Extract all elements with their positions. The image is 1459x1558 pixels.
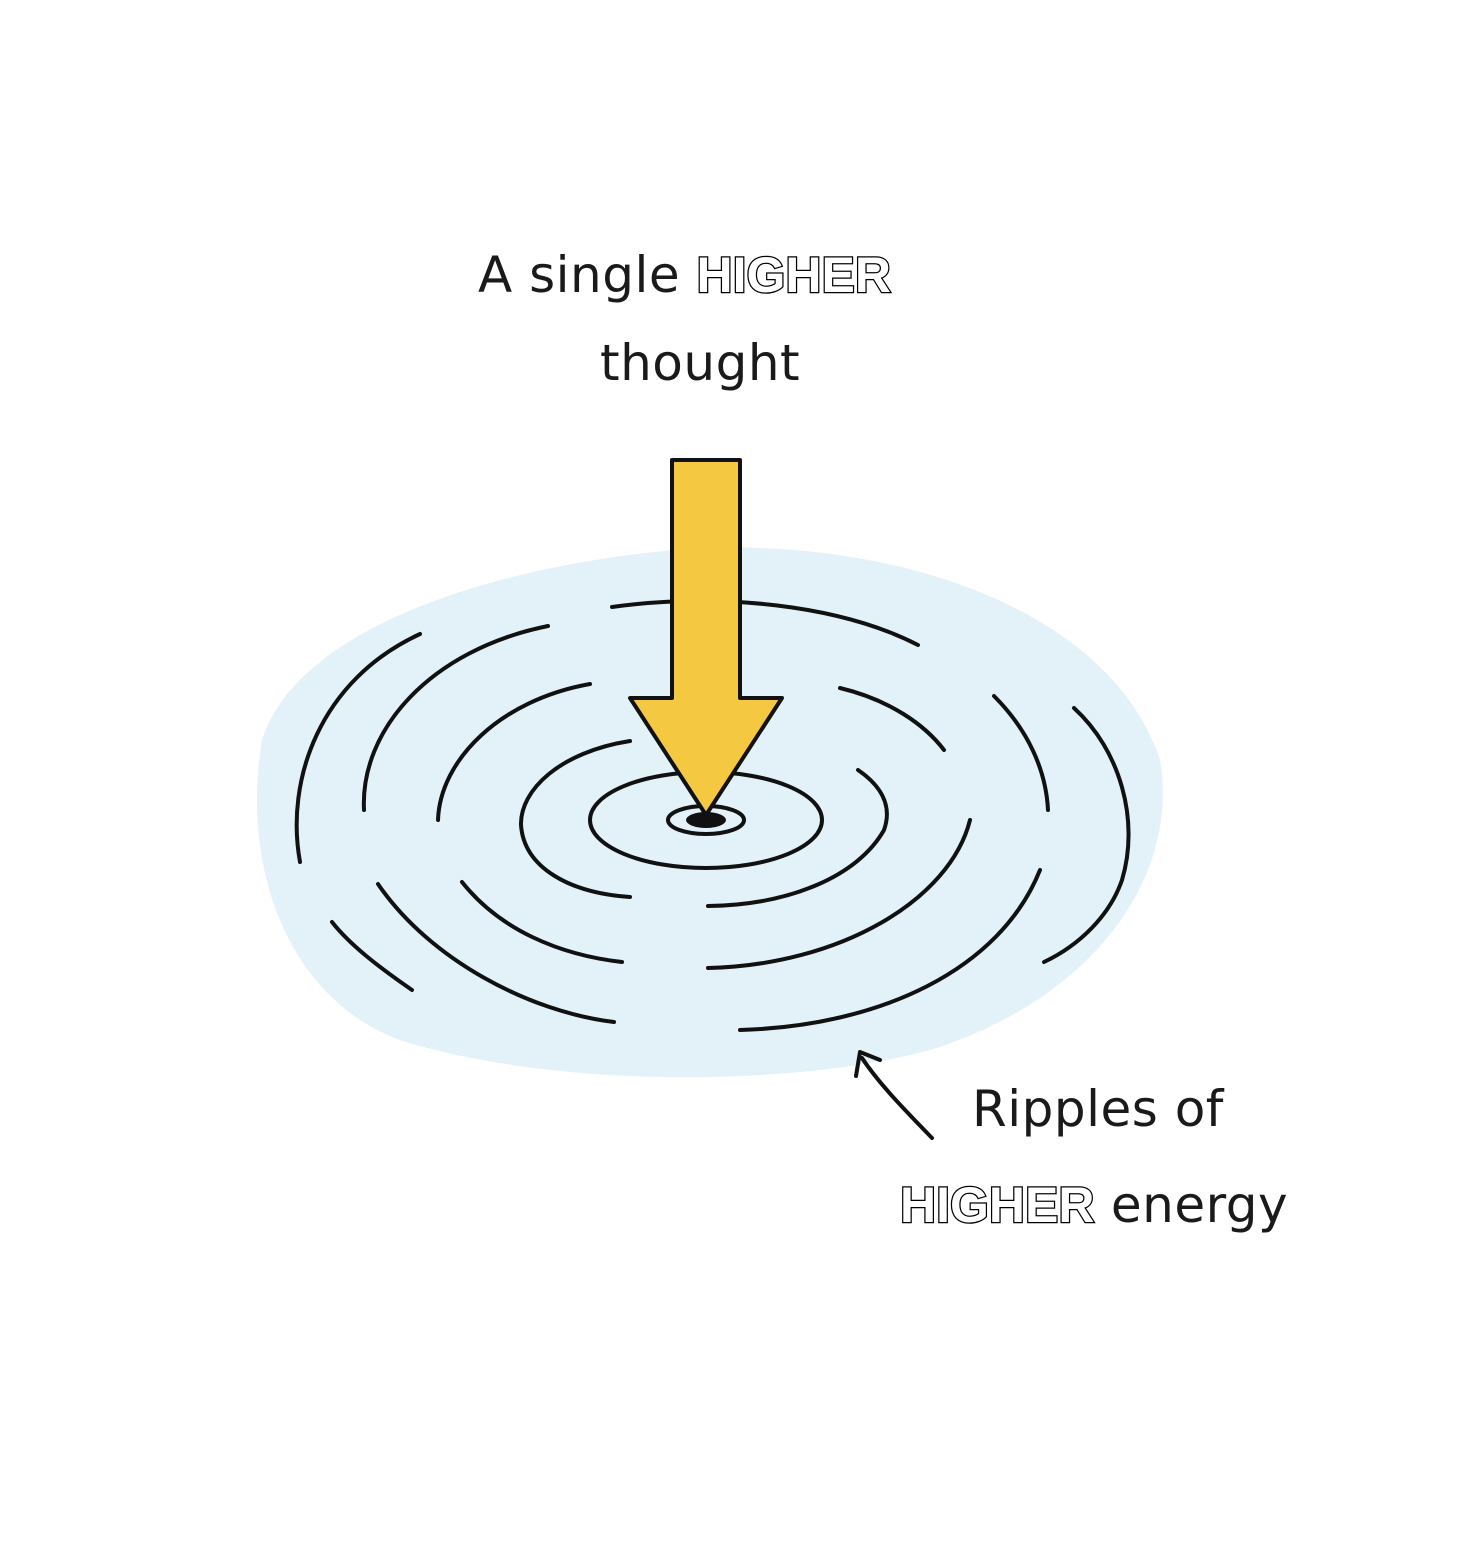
ripple-ring-6-right xyxy=(1042,706,1131,964)
ripple-ring-5-top xyxy=(610,598,920,647)
ripple-ring-3 xyxy=(518,739,632,899)
ripple-ring-4-left xyxy=(436,682,592,822)
bottom-label-suffix: energy xyxy=(1110,1176,1289,1234)
bottom-label-line-1: Ripples of xyxy=(972,1080,1224,1138)
ripple-ring-5-bottom-right xyxy=(738,868,1042,1032)
ripple-ring-4-top xyxy=(838,686,946,752)
ripple-ring-5-right xyxy=(992,694,1050,812)
curved-pointer-arrow-icon xyxy=(854,1050,934,1140)
ripple-ring-3-right xyxy=(706,768,889,908)
ripple-ring-4-right xyxy=(706,818,972,970)
ripple-ring-5-left-lower xyxy=(376,882,616,1024)
impact-point xyxy=(686,812,726,828)
ripple-ring-5-left xyxy=(361,624,550,812)
top-label-highlight: HIGHER xyxy=(695,247,892,303)
top-label-prefix: A single xyxy=(478,246,681,304)
down-arrow-icon xyxy=(628,458,784,817)
ripple-ring-4-left-lower xyxy=(460,880,624,964)
bottom-label-highlight: HIGHER xyxy=(899,1177,1096,1233)
top-label-line-2: thought xyxy=(600,334,801,392)
top-label-line-1: A single HIGHER xyxy=(478,247,892,303)
ripple-ring-6-left xyxy=(294,632,422,864)
bottom-label-line-2: HIGHER energy xyxy=(899,1177,1288,1233)
ripple-ring-6-left-lower xyxy=(330,920,414,992)
